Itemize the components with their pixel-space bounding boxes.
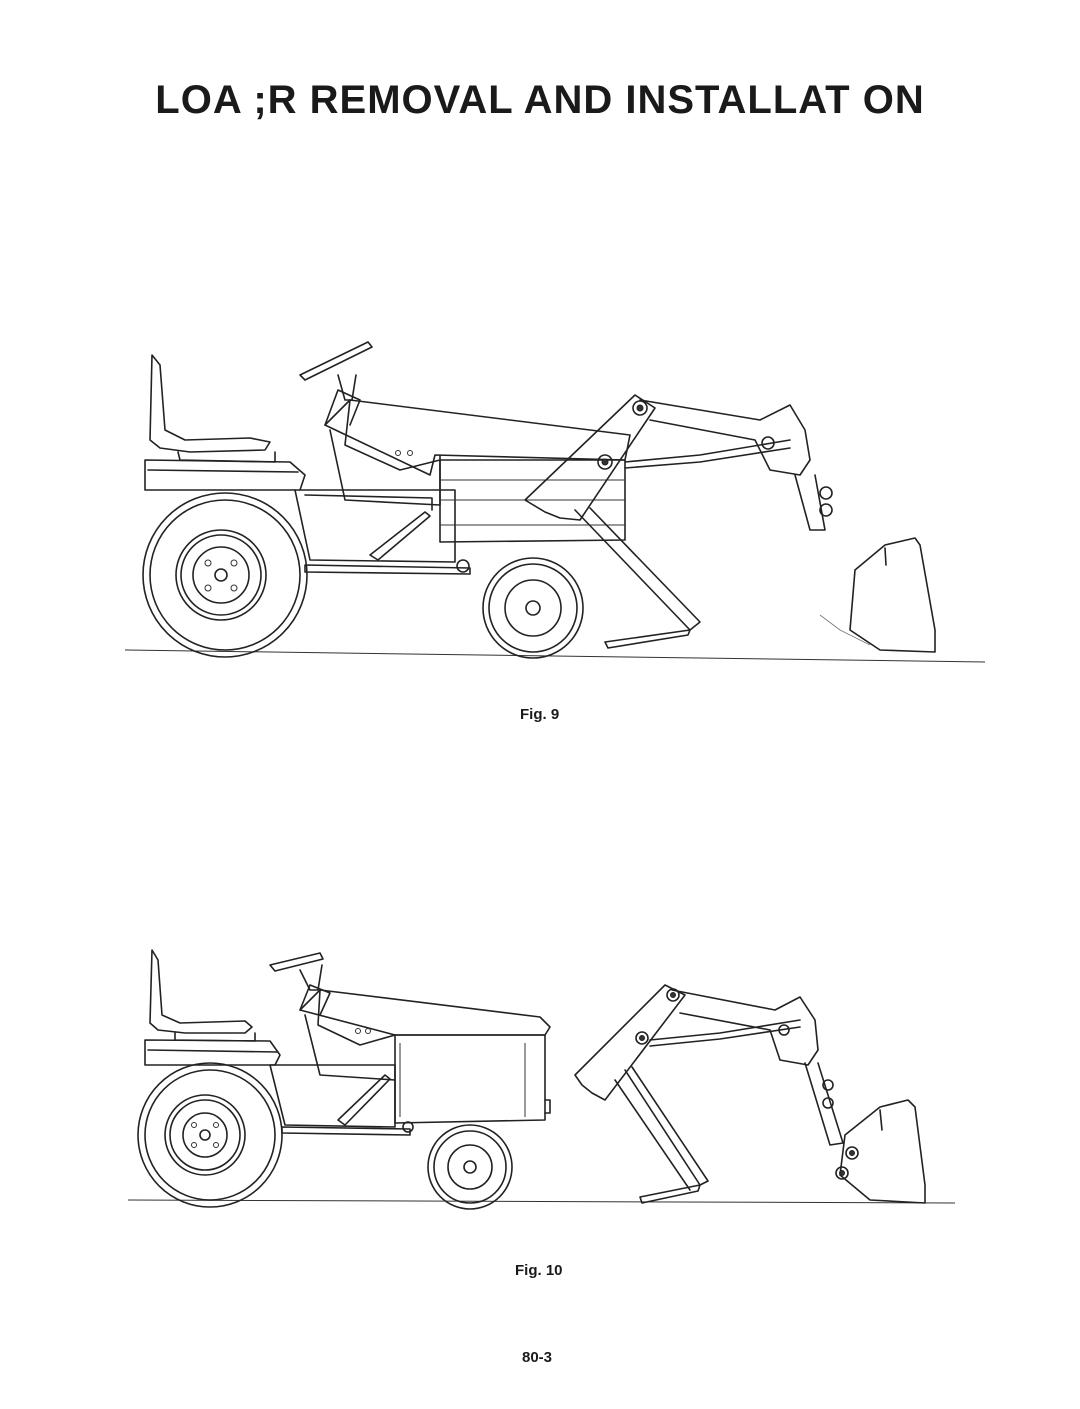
step-bar	[304, 564, 471, 575]
figure-9-illustration	[0, 330, 1080, 670]
figure-10-caption: Fig. 10	[515, 1262, 563, 1279]
loader-boom	[671, 989, 819, 1066]
steering-column	[324, 389, 361, 426]
loader-stand	[624, 1066, 709, 1186]
engine-side-panel	[439, 459, 626, 543]
loader-boom	[639, 399, 811, 476]
engine-side-panel	[394, 1034, 546, 1124]
rear-fender	[144, 1039, 281, 1066]
bucket-arm	[804, 1062, 844, 1146]
figure-9-caption: Fig. 9	[520, 706, 560, 723]
front-wheel	[482, 557, 584, 659]
lift-cylinder	[624, 439, 791, 463]
steering-column	[299, 984, 331, 1016]
page-title: LOA ;R REMOVAL AND INSTALLAT ON	[155, 78, 925, 122]
lift-cylinder	[649, 1019, 801, 1041]
step-bar	[281, 1126, 411, 1136]
hood	[324, 399, 631, 476]
rear-fender	[144, 459, 306, 491]
footrest	[369, 511, 431, 561]
tractor-with-loader-attached-drawing	[124, 341, 986, 663]
loader-bucket	[839, 1099, 926, 1204]
seat	[149, 354, 271, 453]
rear-wheel	[142, 492, 308, 658]
steering-wheel	[269, 952, 324, 972]
loader-stand	[574, 507, 701, 631]
ground-line	[124, 649, 986, 663]
figure-10-illustration	[0, 935, 1080, 1215]
ground-line	[127, 1199, 956, 1204]
seat	[149, 949, 253, 1034]
hood	[299, 989, 551, 1036]
rear-wheel	[137, 1062, 283, 1208]
footrest	[337, 1074, 391, 1126]
page-number: 80-3	[522, 1349, 553, 1366]
frame	[269, 1064, 396, 1128]
frame	[294, 489, 456, 563]
loader-mount-plate	[574, 984, 686, 1101]
bucket-arm	[794, 474, 826, 531]
front-wheel	[427, 1124, 513, 1210]
loader-bucket	[849, 537, 936, 653]
loader-mount-plate	[524, 394, 656, 521]
tractor-with-loader-detached-drawing	[127, 949, 956, 1210]
steering-wheel	[299, 341, 373, 381]
